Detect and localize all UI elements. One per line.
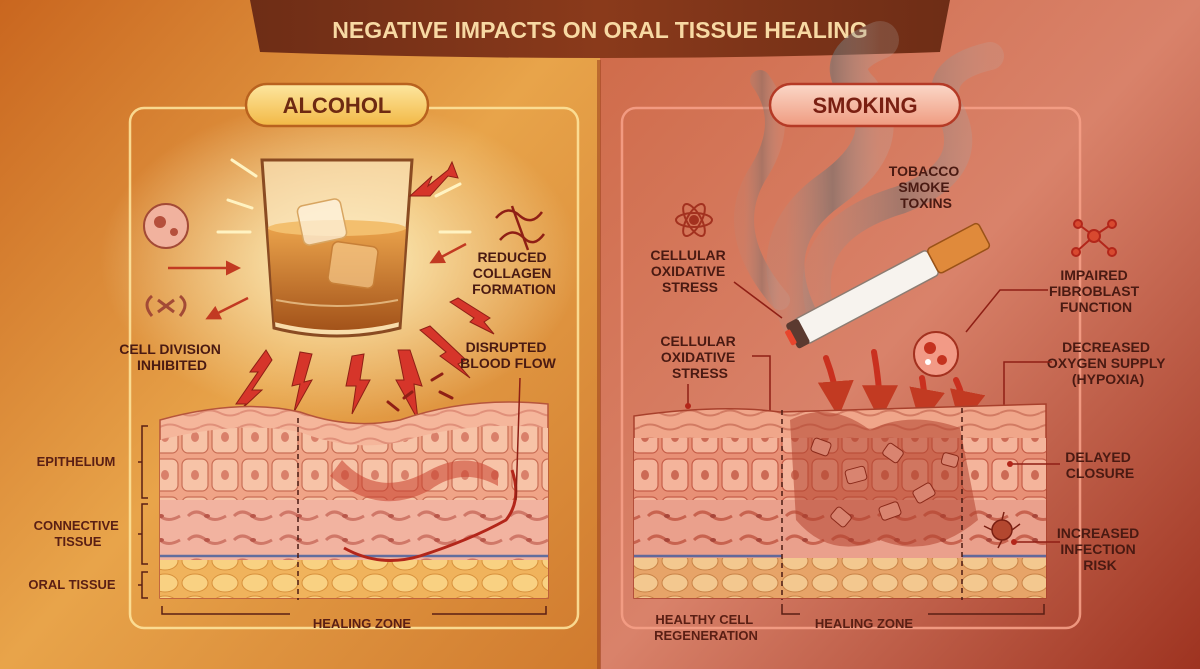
fibroblast-cell-icon (913, 331, 959, 377)
smoking-tissue-block (633, 403, 1047, 600)
broken-vessel-icon (386, 372, 454, 412)
alcohol-healing-zone-bracket (161, 606, 547, 615)
cell-nucleus-icon (170, 228, 178, 236)
arrow-collagen-to-glass (429, 242, 467, 264)
smoking-heading-pill (768, 82, 962, 128)
tobacco-smoke-label: TOBACCO SMOKE TOXINS (889, 163, 963, 211)
alcohol-heading-pill (244, 82, 430, 128)
cell-division-icon (145, 294, 187, 317)
molecule-icon (1071, 219, 1117, 257)
disrupted-blood-flow-label: DISRUPTED BLOOD FLOW (460, 339, 556, 371)
layer-brackets (138, 425, 148, 599)
whisky-glass-icon (260, 158, 414, 338)
title-bar (250, 0, 950, 58)
smoking-heading: SMOKING (812, 93, 917, 118)
pointer-dot (1011, 539, 1017, 545)
increased-infection-label: INCREASED INFECTION RISK (1057, 525, 1143, 573)
smoking-healing-zone-bracket (781, 604, 1045, 615)
cigarette-icon (785, 222, 991, 349)
alcohol-heading: ALCOHOL (283, 93, 392, 118)
pointer-dot (685, 403, 691, 409)
alcohol-impact-arrows (231, 160, 495, 421)
impaired-fibroblast-label: IMPAIRED FIBROBLAST FUNCTION (1049, 267, 1143, 315)
oral-tissue-label: ORAL TISSUE (28, 577, 115, 592)
connective-tissue-label: CONNECTIVE TISSUE (34, 518, 123, 549)
cell-icon (143, 203, 189, 249)
glass-rays (216, 158, 472, 234)
delayed-closure-label: DELAYED CLOSURE (1065, 449, 1135, 481)
fibroblast-pointer (965, 289, 1048, 333)
cell-division-label: CELL DIVISION INHIBITED (119, 341, 225, 373)
collagen-fiber-icon (495, 205, 546, 251)
divider (597, 60, 601, 669)
atom-icon (675, 203, 713, 237)
healthy-cell-label: HEALTHY CELL REGENERATION (654, 612, 758, 643)
blood-flow-pointer (515, 377, 521, 501)
pointer-dot (1007, 461, 1013, 467)
epithelium-label: EPITHELIUM (37, 454, 116, 469)
reduced-collagen-label: REDUCED COLLAGEN FORMATION (472, 249, 556, 297)
arrow-glass-to-celldiv (205, 296, 249, 320)
cell-nucleus-icon (154, 216, 166, 228)
oxidative-stress-label-2: CELLULAR OXIDATIVE STRESS (660, 333, 739, 381)
decreased-oxygen-label: DECREASED OXYGEN SUPPLY (HYPOXIA) (1047, 339, 1169, 387)
oxidative-stress-pointer (733, 281, 783, 319)
alcohol-healing-zone-label: HEALING ZONE (313, 616, 412, 631)
alcohol-tissue-block (159, 401, 549, 600)
oxidative-stress-label-1: CELLULAR OXIDATIVE STRESS (650, 247, 729, 295)
page-title: NEGATIVE IMPACTS ON ORAL TISSUE HEALING (332, 17, 867, 43)
smoking-healing-zone-label: HEALING ZONE (815, 616, 914, 631)
